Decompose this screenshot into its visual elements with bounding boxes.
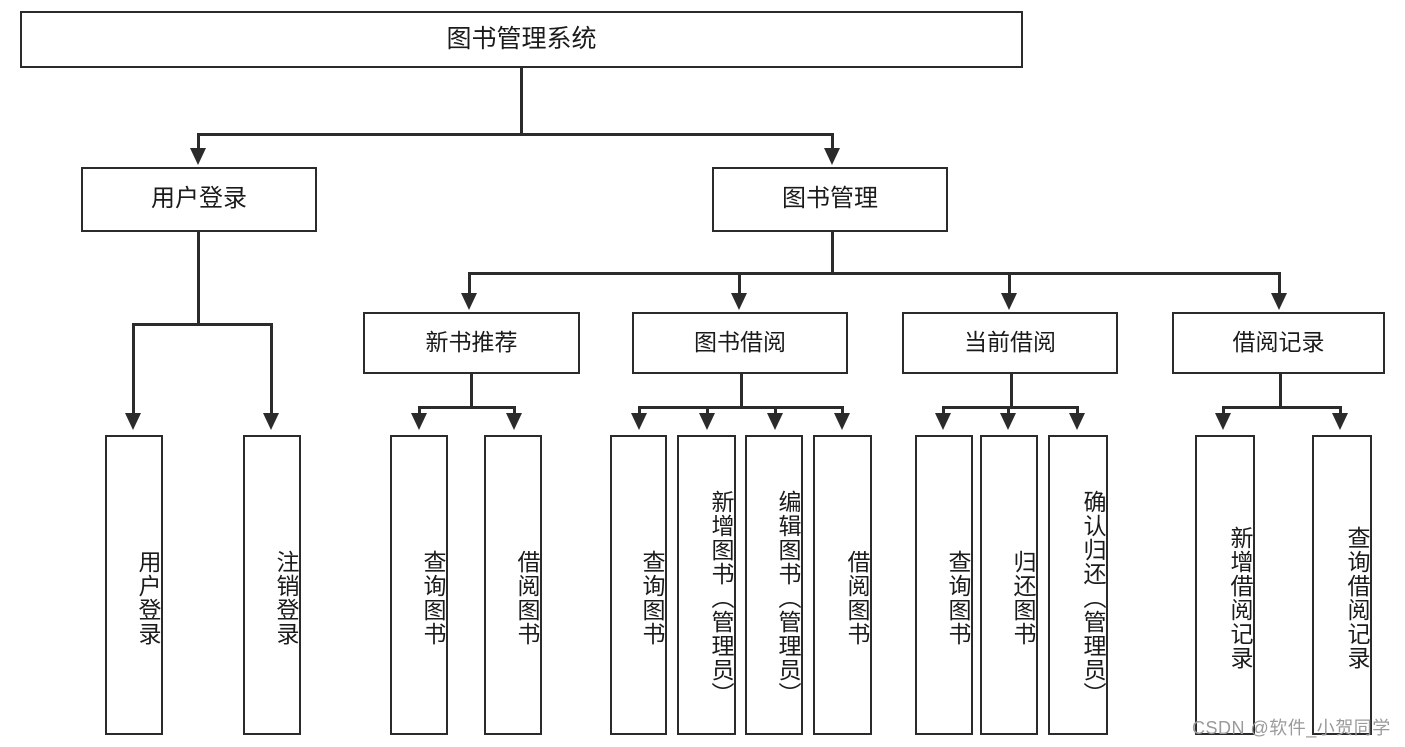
node-leaf-user-login-label: 用户登录 (135, 550, 161, 646)
arrowhead-user-login-leaf-2 (263, 413, 279, 430)
arrowhead-bb-edit-book (767, 413, 783, 430)
node-leaf-confirm-return[interactable]: 确认归还（管理员） (1048, 435, 1108, 735)
node-root[interactable]: 图书管理系统 (20, 11, 1023, 68)
node-leaf-user-login[interactable]: 用户登录 (105, 435, 163, 735)
node-leaf-borrow-book-1-label: 借阅图书 (514, 550, 540, 646)
node-leaf-return-book[interactable]: 归还图书 (980, 435, 1038, 735)
connector-br-to-query-record (1339, 406, 1342, 418)
node-new-book-rec-label: 新书推荐 (425, 329, 518, 356)
connector-book-borrow-stem (740, 374, 743, 408)
node-borrow-record-label: 借阅记录 (1232, 329, 1325, 356)
node-leaf-query-book-1-label: 查询图书 (420, 550, 446, 646)
node-leaf-query-book-3-label: 查询图书 (945, 550, 971, 646)
connector-new-book-rec-stem (470, 374, 473, 408)
node-leaf-return-book-label: 归还图书 (1010, 550, 1036, 646)
connector-borrow-record-stem (1279, 374, 1282, 408)
connector-cb-to-confirm-return (1076, 406, 1079, 418)
connector-bb-to-add-book (706, 406, 709, 418)
node-leaf-confirm-return-label: 确认归还（管理员） (1080, 490, 1106, 706)
arrowhead-bm-borrow-record (1271, 293, 1287, 310)
node-leaf-add-book[interactable]: 新增图书（管理员） (677, 435, 736, 735)
arrowhead-root-to-book-manage (824, 148, 840, 165)
connector-user-login-bus (132, 323, 273, 326)
node-leaf-edit-book[interactable]: 编辑图书（管理员） (745, 435, 803, 735)
node-leaf-add-record-label: 新增借阅记录 (1227, 526, 1253, 670)
connector-current-borrow-bus (942, 406, 1079, 409)
arrowhead-br-query-record (1332, 413, 1348, 430)
node-leaf-query-book-1[interactable]: 查询图书 (390, 435, 448, 735)
arrowhead-cb-query-book (935, 413, 951, 430)
node-leaf-borrow-book-2-label: 借阅图书 (844, 550, 870, 646)
arrowhead-user-login-leaf-1 (125, 413, 141, 430)
node-user-login[interactable]: 用户登录 (81, 167, 317, 232)
arrowhead-root-to-user-login (190, 148, 206, 165)
connector-root-to-book-manage (831, 133, 834, 155)
arrowhead-bm-new-book-rec (461, 293, 477, 310)
node-new-book-rec[interactable]: 新书推荐 (363, 312, 580, 374)
connector-nbr-to-query-book (418, 406, 421, 418)
node-leaf-edit-book-label: 编辑图书（管理员） (775, 490, 801, 706)
connector-book-manage-bus (468, 272, 1280, 275)
arrowhead-br-add-record (1215, 413, 1231, 430)
node-root-label: 图书管理系统 (446, 24, 597, 53)
connector-bm-to-borrow-record (1278, 272, 1281, 297)
arrowhead-bm-book-borrow (731, 293, 747, 310)
connector-book-manage-stem (831, 232, 834, 274)
node-leaf-add-record[interactable]: 新增借阅记录 (1195, 435, 1255, 735)
node-current-borrow[interactable]: 当前借阅 (902, 312, 1118, 374)
arrowhead-bm-current-borrow (1001, 293, 1017, 310)
connector-user-login-stem (197, 232, 200, 325)
node-book-manage-label: 图书管理 (782, 185, 878, 213)
node-leaf-user-logout-label: 注销登录 (273, 550, 299, 646)
node-leaf-query-book-2-label: 查询图书 (639, 550, 665, 646)
connector-bm-to-book-borrow (738, 272, 741, 297)
connector-root-stem (520, 68, 523, 135)
connector-user-login-to-leaf-1 (132, 323, 135, 418)
arrowhead-cb-confirm-return (1069, 413, 1085, 430)
arrowhead-nbr-query-book (411, 413, 427, 430)
arrowhead-nbr-borrow-book (506, 413, 522, 430)
node-book-manage[interactable]: 图书管理 (712, 167, 948, 232)
node-leaf-query-record-label: 查询借阅记录 (1344, 526, 1370, 670)
node-leaf-user-logout[interactable]: 注销登录 (243, 435, 301, 735)
connector-nbr-to-borrow-book (513, 406, 516, 418)
connector-current-borrow-stem (1010, 374, 1013, 408)
connector-bb-to-edit-book (774, 406, 777, 418)
arrowhead-cb-return-book (1000, 413, 1016, 430)
connector-cb-to-query-book (942, 406, 945, 418)
connector-borrow-record-bus (1222, 406, 1342, 409)
node-leaf-borrow-book-2[interactable]: 借阅图书 (813, 435, 872, 735)
connector-bm-to-new-book-rec (468, 272, 471, 297)
node-borrow-record[interactable]: 借阅记录 (1172, 312, 1385, 374)
node-leaf-query-book-3[interactable]: 查询图书 (915, 435, 973, 735)
node-book-borrow-label: 图书借阅 (694, 329, 786, 356)
node-leaf-add-book-label: 新增图书（管理员） (708, 490, 734, 706)
connector-bm-to-current-borrow (1008, 272, 1011, 297)
arrowhead-bb-add-book (699, 413, 715, 430)
node-book-borrow[interactable]: 图书借阅 (632, 312, 848, 374)
node-user-login-label: 用户登录 (151, 185, 247, 213)
connector-br-to-add-record (1222, 406, 1225, 418)
connector-user-login-to-leaf-2 (270, 323, 273, 418)
connector-root-bus (197, 133, 834, 136)
connector-bb-to-borrow-book (841, 406, 844, 418)
connector-root-to-user-login (197, 133, 200, 155)
connector-bb-to-query-book (638, 406, 641, 418)
connector-cb-to-return-book (1007, 406, 1010, 418)
node-current-borrow-label: 当前借阅 (964, 329, 1056, 356)
node-leaf-query-record[interactable]: 查询借阅记录 (1312, 435, 1372, 735)
arrowhead-bb-borrow-book (834, 413, 850, 430)
connector-book-borrow-bus (638, 406, 843, 409)
node-leaf-borrow-book-1[interactable]: 借阅图书 (484, 435, 542, 735)
arrowhead-bb-query-book (631, 413, 647, 430)
connector-new-book-rec-bus (418, 406, 516, 409)
node-leaf-query-book-2[interactable]: 查询图书 (610, 435, 667, 735)
